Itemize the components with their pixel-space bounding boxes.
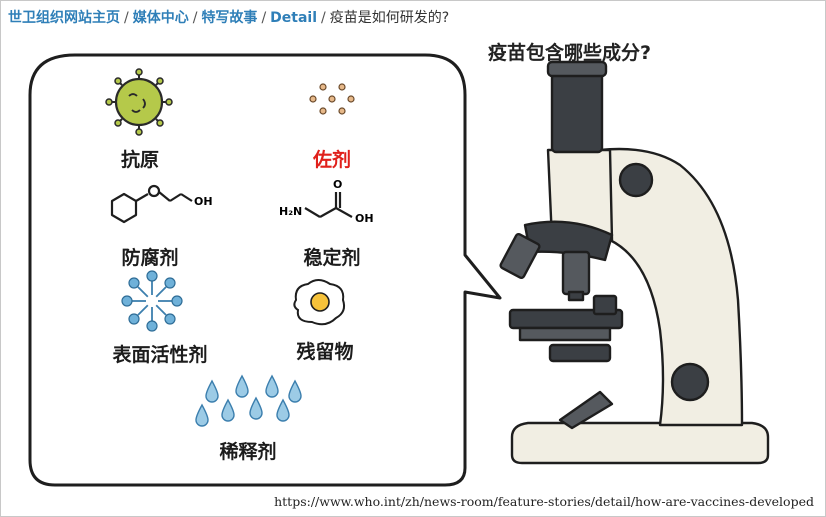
- surfactant-micelle-icon: [121, 270, 183, 332]
- microscope: [499, 60, 770, 465]
- speech-bubble: [28, 53, 502, 487]
- ingredient-label-preservative: 防腐剂: [121, 247, 179, 269]
- adjuvant-dots-icon: [309, 83, 355, 115]
- microscope-eyepiece: [550, 68, 604, 154]
- microscope-coarse-knob: [618, 162, 654, 198]
- breadcrumb-link-home[interactable]: 世卫组织网站主页: [8, 10, 120, 26]
- microscope-arm: [598, 147, 744, 427]
- antigen-icon: [105, 68, 173, 136]
- ingredient-label-surfactant: 表面活性剂: [112, 344, 208, 366]
- microscope-light: [558, 390, 614, 430]
- microscope-objective: [561, 250, 591, 296]
- microscope-nosepiece: [523, 220, 614, 262]
- microscope-base: [510, 421, 770, 465]
- breadcrumb-separator: /: [321, 10, 326, 26]
- egg-icon: [293, 279, 346, 326]
- breadcrumb-separator: /: [261, 10, 267, 26]
- breadcrumb-link-detail[interactable]: Detail: [270, 10, 318, 26]
- stabilizer-o-label: O: [333, 178, 342, 191]
- breadcrumb-current: 疫苗是如何研发的?: [329, 10, 450, 26]
- water-drops-icon: [195, 374, 302, 427]
- microscope-stage-clip: [592, 294, 618, 316]
- ingredient-label-diluent: 稀释剂: [219, 441, 277, 463]
- vaccine-ingredients-question: 疫苗包含哪些成分?: [488, 42, 652, 64]
- ingredient-label-stabilizer: 稳定剂: [303, 247, 361, 269]
- breadcrumb-link-feature-stories[interactable]: 特写故事: [201, 10, 258, 26]
- preservative-molecule-icon: [110, 184, 193, 224]
- stabilizer-molecule-icon: [304, 192, 353, 218]
- microscope-objective: [499, 232, 541, 280]
- stabilizer-oh-label: OH: [355, 212, 374, 225]
- ingredient-label-adjuvant: 佐剂: [312, 149, 352, 171]
- breadcrumb-separator: /: [192, 10, 198, 26]
- preservative-oh-label: OH: [194, 195, 213, 208]
- ingredient-label-antigen: 抗原: [120, 149, 160, 171]
- stabilizer-h2n-label: H₂N: [279, 205, 302, 218]
- breadcrumb: 世卫组织网站主页/媒体中心/特写故事/Detail/疫苗是如何研发的?: [8, 8, 449, 28]
- breadcrumb-separator: /: [124, 10, 129, 26]
- source-url: https://www.who.int/zh/news-room/feature…: [274, 494, 814, 509]
- breadcrumb-link-media-centre[interactable]: 媒体中心: [132, 10, 189, 26]
- microscope-fine-knob: [670, 362, 710, 402]
- ingredient-label-residuals: 残留物: [296, 341, 354, 363]
